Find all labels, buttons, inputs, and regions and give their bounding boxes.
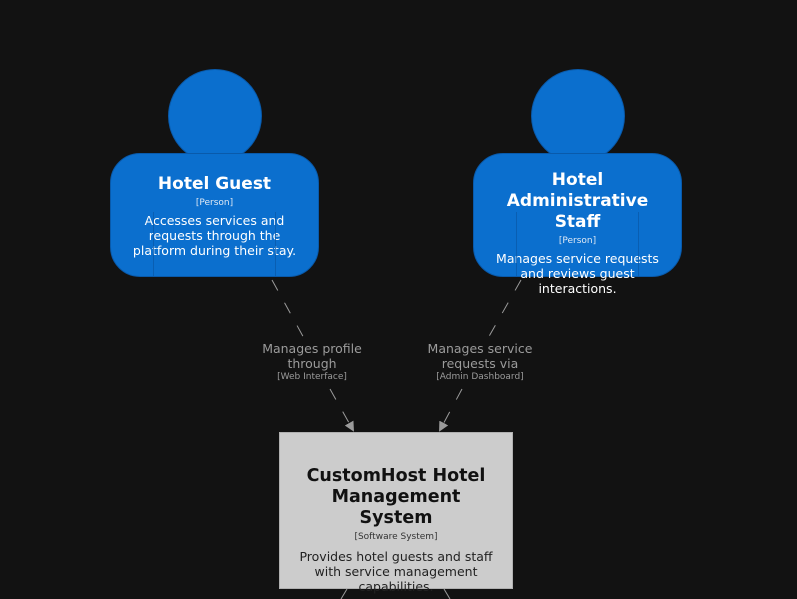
person-type-tag: [Person] [558,236,597,246]
person-body-seam-left [516,212,517,276]
person-type-tag: [Person] [195,198,234,208]
edge-staff-to-system-upper [486,279,522,341]
person-name: Hotel Administrative Staff [506,170,649,232]
edge-staff-to-system-lower [439,388,463,432]
person-body-seam-left [153,212,154,276]
relation-label: Manages profile through [262,341,362,371]
person-head-icon [531,69,625,163]
edge-guest-to-system-lower [329,388,354,432]
system-description: Provides hotel guests and staff with ser… [299,549,493,594]
person-body: Hotel Guest [Person] Accesses services a… [110,153,319,277]
person-hotel-guest[interactable]: Hotel Guest [Person] Accesses services a… [110,69,319,279]
person-description: Accesses services and requests through t… [132,213,297,258]
software-system-customhost[interactable]: CustomHost Hotel Management System [Soft… [279,432,513,594]
edge-system-out-right [443,588,451,599]
edge-system-out-left [340,588,348,599]
system-name: CustomHost Hotel Management System [306,466,486,528]
relation-label: Manages service requests via [427,341,533,371]
person-name: Hotel Guest [157,174,272,194]
system-type-tag: [Software System] [354,532,438,542]
person-body-seam-right [275,212,276,276]
edge-guest-to-system-upper [271,279,306,341]
relation-technology: [Web Interface] [277,372,347,382]
person-body-seam-right [638,212,639,276]
person-body: Hotel Administrative Staff [Person] Mana… [473,153,682,296]
person-hotel-administrative-staff[interactable]: Hotel Administrative Staff [Person] Mana… [473,69,682,296]
edge-label-guest-to-system: Manages profile through [Web Interface] [252,341,372,383]
relation-technology: [Admin Dashboard] [436,372,524,382]
edge-label-staff-to-system: Manages service requests via [Admin Dash… [420,341,540,383]
person-description: Manages service requests and reviews gue… [496,251,659,296]
person-head-icon [168,69,262,163]
